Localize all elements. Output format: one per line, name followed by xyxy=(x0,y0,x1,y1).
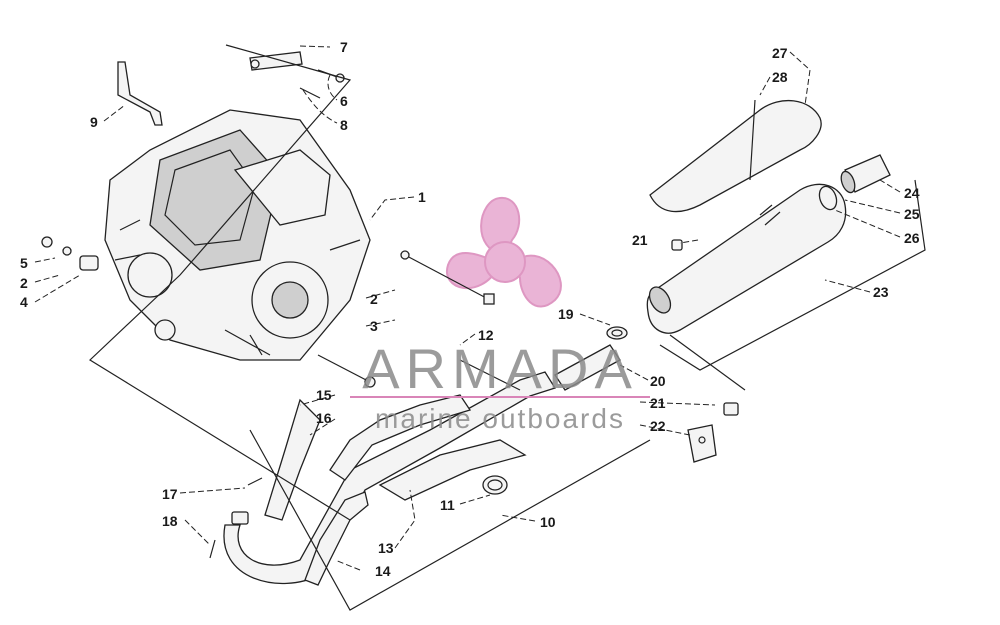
heat-shield-13 xyxy=(378,439,527,501)
callout-3: 3 xyxy=(370,318,378,334)
spring-12 xyxy=(459,359,521,391)
callout-13: 13 xyxy=(378,540,394,556)
callout-16: 16 xyxy=(316,410,332,426)
callout-28: 28 xyxy=(772,69,788,85)
callout-8: 8 xyxy=(340,117,348,133)
callout-21-upper: 21 xyxy=(632,232,648,248)
callout-18: 18 xyxy=(162,513,178,529)
exhaust-manifold-16 xyxy=(329,394,472,481)
gasket-19 xyxy=(606,326,628,340)
callout-4: 4 xyxy=(20,294,28,310)
callout-26: 26 xyxy=(904,230,920,246)
leader-lines xyxy=(34,45,901,571)
exhaust-manifold-15 xyxy=(264,398,321,521)
spark-arrestor-24 xyxy=(840,154,891,194)
spacer-4 xyxy=(79,255,99,271)
engine-bracket-9 xyxy=(117,61,163,126)
engine-assembly xyxy=(104,109,371,361)
callout-14: 14 xyxy=(375,563,391,579)
muffler-23 xyxy=(646,183,847,334)
callout-12: 12 xyxy=(478,327,494,343)
bolt-18 xyxy=(209,511,249,559)
callout-labels: 1 2 2 3 4 5 6 7 8 9 10 11 12 13 14 15 16… xyxy=(20,39,920,579)
callout-9: 9 xyxy=(90,114,98,130)
callout-27: 27 xyxy=(772,45,788,61)
callout-2-right: 2 xyxy=(370,291,378,307)
nut-21-lower xyxy=(723,402,739,416)
grouping-lines xyxy=(89,44,926,611)
callout-25: 25 xyxy=(904,206,920,222)
bracket-7 xyxy=(249,51,303,71)
callout-5: 5 xyxy=(20,255,28,271)
bolt-8 xyxy=(299,87,321,99)
callout-17: 17 xyxy=(162,486,178,502)
washer-2-left xyxy=(62,246,72,256)
stud-bolt-2 xyxy=(400,250,495,305)
callout-21-lower: 21 xyxy=(650,395,666,411)
callout-23: 23 xyxy=(873,284,889,300)
propeller-icon xyxy=(445,196,562,308)
nut-21-upper xyxy=(671,239,683,251)
callout-11: 11 xyxy=(440,497,455,513)
gasket-17 xyxy=(247,477,263,486)
watermark-tagline: marine outboards xyxy=(375,403,625,434)
gasket-25-26 xyxy=(818,185,838,211)
callout-6: 6 xyxy=(340,93,348,109)
heat-shield-27 xyxy=(649,99,822,213)
callout-19: 19 xyxy=(558,306,574,322)
bolt-3 xyxy=(317,354,376,388)
callout-10: 10 xyxy=(540,514,556,530)
watermark-brand: ARMADA xyxy=(362,337,638,400)
callout-1: 1 xyxy=(418,189,426,205)
clamp-11 xyxy=(482,475,508,495)
callout-2-left: 2 xyxy=(20,275,28,291)
watermark-text: ARMADA marine outboards xyxy=(350,337,650,434)
callout-7: 7 xyxy=(340,39,348,55)
callout-20: 20 xyxy=(650,373,666,389)
watermark-logo xyxy=(445,196,562,308)
callout-15: 15 xyxy=(316,387,332,403)
bracket-22 xyxy=(687,424,717,463)
nut-5 xyxy=(41,236,53,248)
heat-shield-14 xyxy=(304,491,369,586)
callout-22: 22 xyxy=(650,418,666,434)
connector-pipe-20 xyxy=(554,344,621,391)
callout-24: 24 xyxy=(904,185,920,201)
